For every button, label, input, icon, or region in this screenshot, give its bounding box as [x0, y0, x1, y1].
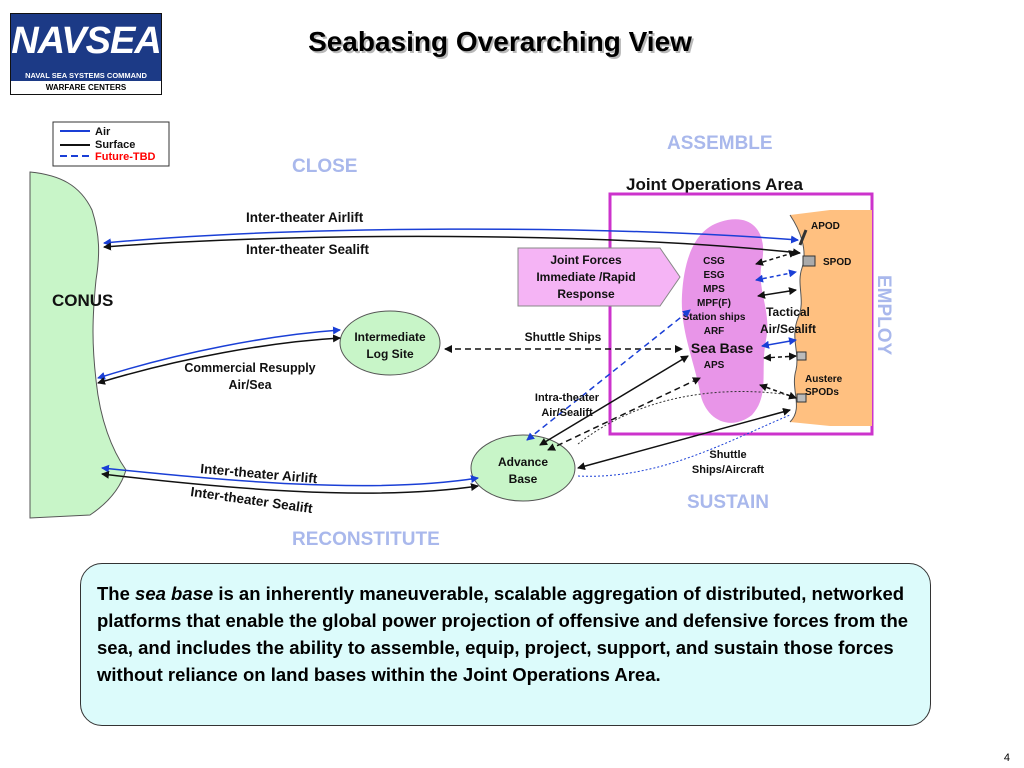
commercial-resupply-line1: Commercial Resupply [184, 361, 315, 375]
seabase-coast-line-3 [757, 287, 797, 299]
phase-close: CLOSE [292, 156, 357, 177]
commercial-resupply-sea-line [97, 334, 341, 385]
seabase-coast-line-4 [761, 337, 797, 349]
austere-spod-marker-2 [796, 393, 807, 403]
legend-surface-label: Surface [95, 139, 135, 151]
definition-lead: The [97, 583, 136, 604]
sea-base-unit-mpff: MPF(F) [697, 298, 731, 309]
page-number: 4 [1003, 752, 1010, 764]
shuttle-ships-label: Shuttle Ships [525, 330, 602, 344]
sea-base-unit-arf: ARF [704, 326, 725, 337]
logo-wordmark: NAVSEA [11, 20, 162, 62]
coastline [790, 210, 830, 426]
apod-marker [798, 229, 808, 246]
logo-subtitle: NAVAL SEA SYSTEMS COMMAND [25, 71, 147, 80]
shuttle-aircraft-line [577, 407, 791, 471]
inter-theater-sealift-top-label: Inter-theater Sealift [246, 242, 370, 257]
legend-air-label: Air [95, 126, 111, 138]
legend: Air Surface Future-TBD [52, 121, 170, 167]
intra-theater-line2: Air/Sealift [541, 407, 593, 419]
joint-forces-line3: Response [557, 287, 615, 301]
intermediate-log-site-line1: Intermediate [354, 330, 426, 344]
spod-marker [802, 255, 816, 267]
spod-label: SPOD [823, 257, 851, 268]
sea-base-unit-aps: APS [704, 360, 725, 371]
seabase-austere-line-2 [759, 383, 797, 400]
inter-theater-airlift-top-line [103, 228, 799, 247]
commercial-resupply-line2: Air/Sea [228, 378, 272, 392]
intra-theater-line1: Intra-theater [535, 392, 600, 404]
austere-spods-line2: SPODs [805, 387, 839, 398]
shuttle-ships-aircraft-line2: Ships/Aircraft [692, 464, 764, 476]
phase-employ: EMPLOY [873, 275, 894, 356]
shuttle-aircraft-future-line [577, 414, 791, 477]
sea-base-label: Sea Base [691, 340, 753, 356]
shuttle-ships-aircraft-line1: Shuttle [709, 449, 746, 461]
intermediate-log-site-line2: Log Site [366, 347, 414, 361]
navsea-logo: NAVSEA NAVAL SEA SYSTEMS COMMAND WARFARE… [10, 13, 162, 95]
inter-theater-sealift-bottom-line [101, 470, 479, 494]
conus-label: CONUS [52, 291, 113, 310]
slide-title: Seabasing Overarching View [308, 26, 692, 57]
advance-base-line1: Advance [498, 455, 548, 469]
phase-assemble: ASSEMBLE [667, 133, 773, 154]
sea-base-area [681, 219, 768, 423]
seabase-spod-line-2 [755, 269, 797, 283]
seabase-austere-line-1 [763, 352, 797, 362]
phase-sustain: SUSTAIN [687, 492, 769, 513]
conus-landmass [29, 171, 127, 519]
joint-forces-line1: Joint Forces [550, 253, 622, 267]
advance-base-line2: Base [509, 472, 538, 486]
sea-base-unit-esg: ESG [703, 270, 724, 281]
tactical-airsealift-line1: Tactical [766, 305, 810, 319]
apod-label: APOD [811, 221, 840, 232]
sea-base-definition: The sea base is an inherently maneuverab… [80, 563, 931, 726]
tactical-airsealift-line2: Air/Sealift [760, 322, 816, 336]
joint-operations-area-label: Joint Operations Area [626, 175, 804, 194]
sea-base-unit-mps: MPS [703, 284, 725, 295]
inter-theater-airlift-top-label: Inter-theater Airlift [246, 210, 364, 225]
definition-term: sea base [135, 583, 214, 604]
logo-warfare-centers: WARFARE CENTERS [11, 81, 161, 94]
legend-future-label: Future-TBD [95, 151, 156, 163]
seabasing-diagram: Air Surface Future-TBD CONUS CLOSE ASSEM… [29, 121, 894, 550]
joint-forces-line2: Immediate /Rapid [536, 270, 635, 284]
phase-reconstitute: RECONSTITUTE [292, 529, 440, 550]
inter-theater-sealift-top-line [103, 235, 801, 257]
definition-body: is an inherently maneuverable, scalable … [97, 583, 909, 685]
sea-base-unit-station-ships: Station ships [683, 312, 746, 323]
austere-spods-line1: Austere [805, 374, 843, 385]
austere-spod-marker-1 [796, 351, 807, 361]
sea-base-unit-csg: CSG [703, 256, 725, 267]
